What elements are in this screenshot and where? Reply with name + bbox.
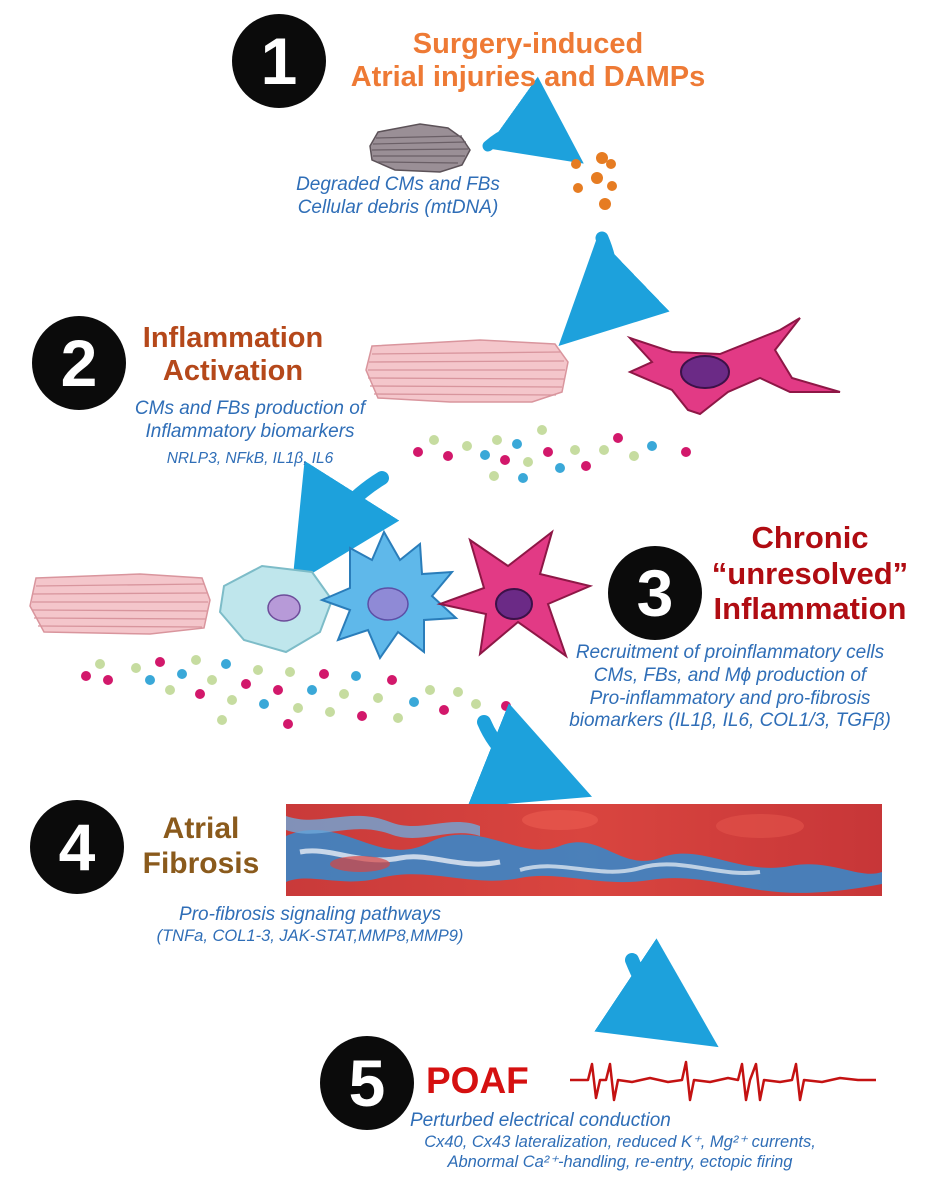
degraded-cardiomyocyte-icon — [370, 124, 470, 172]
step4-description: Pro-fibrosis signaling pathways (TNFa, C… — [110, 904, 510, 947]
fibrosis-histology-image — [286, 804, 882, 896]
arrow-to-debris — [488, 130, 548, 146]
step3-description: Recruitment of proinflammatory cells CMs… — [530, 642, 930, 733]
step3-title-line3: Inflammation — [700, 591, 920, 627]
arrow-to-poaf — [632, 960, 672, 1016]
step-number-3: 3 — [608, 546, 702, 640]
step1-title: Surgery-induced Atrial injuries and DAMP… — [318, 28, 738, 95]
step3-desc-line3: Pro-inflammatory and pro-fibrosis — [530, 688, 930, 711]
cytokine-particles-step3 — [81, 655, 511, 729]
ecg-trace-icon — [570, 1062, 876, 1100]
step4-desc-line1: Pro-fibrosis signaling pathways — [110, 904, 510, 927]
cellular-debris-dots — [571, 152, 617, 210]
step4-title-line2: Fibrosis — [136, 847, 266, 882]
step4-desc-line2: (TNFa, COL1-3, JAK-STAT,MMP8,MMP9) — [110, 927, 510, 947]
step1-title-line1: Surgery-induced — [318, 28, 738, 61]
step3-title: Chronic “unresolved” Inflammation — [700, 520, 920, 627]
step2-desc-line2: Inflammatory biomarkers — [90, 421, 410, 444]
step2-title-line1: Inflammation — [118, 322, 348, 355]
step-number-4: 4 — [30, 800, 124, 894]
step3-desc-line2: CMs, FBs, and Mϕ production of — [530, 665, 930, 688]
step2-desc-line1: CMs and FBs production of — [90, 398, 410, 421]
step4-title-line1: Atrial — [136, 812, 266, 847]
step2-title: Inflammation Activation — [118, 322, 348, 389]
step4-title: Atrial Fibrosis — [136, 812, 266, 881]
macrophage-icon — [322, 532, 456, 658]
monocyte-icon — [220, 566, 332, 652]
step1-desc-line2: Cellular debris (mtDNA) — [248, 197, 548, 220]
cardiomyocyte-icon-step3 — [30, 574, 210, 634]
step3-title-line2: “unresolved” — [700, 556, 920, 592]
arrow-to-inflammation — [596, 238, 611, 310]
step5-desc-line2: Cx40, Cx43 lateralization, reduced K⁺, M… — [330, 1133, 910, 1153]
step-number-1: 1 — [232, 14, 326, 108]
step1-title-line2: Atrial injuries and DAMPs — [318, 61, 738, 94]
step-number-2: 2 — [32, 316, 126, 410]
step2-description: CMs and FBs production of Inflammatory b… — [90, 398, 410, 444]
cytokine-particles-step2 — [413, 425, 691, 483]
fibroblast-icon-step3 — [440, 532, 590, 656]
step2-title-line2: Activation — [118, 355, 348, 388]
step1-description: Degraded CMs and FBs Cellular debris (mt… — [248, 174, 548, 220]
fibroblast-icon — [630, 318, 840, 414]
step3-desc-line1: Recruitment of proinflammatory cells — [530, 642, 930, 665]
step5-desc-line3: Abnormal Ca²⁺-handling, re-entry, ectopi… — [330, 1153, 910, 1173]
step5-description: Perturbed electrical conduction Cx40, Cx… — [330, 1110, 910, 1172]
step2-markers: NRLP3, NFkB, IL1β, IL6 — [110, 450, 390, 469]
step5-desc-line1: Perturbed electrical conduction — [410, 1110, 910, 1133]
step3-desc-line4: biomarkers (IL1β, IL6, COL1/3, TGFβ) — [530, 710, 930, 733]
step5-title: POAF — [426, 1060, 556, 1103]
step1-desc-line1: Degraded CMs and FBs — [248, 174, 548, 197]
cardiomyocyte-icon — [366, 340, 568, 402]
step3-title-line1: Chronic — [700, 520, 920, 556]
arrow-to-chronic-inflammation — [322, 478, 382, 538]
